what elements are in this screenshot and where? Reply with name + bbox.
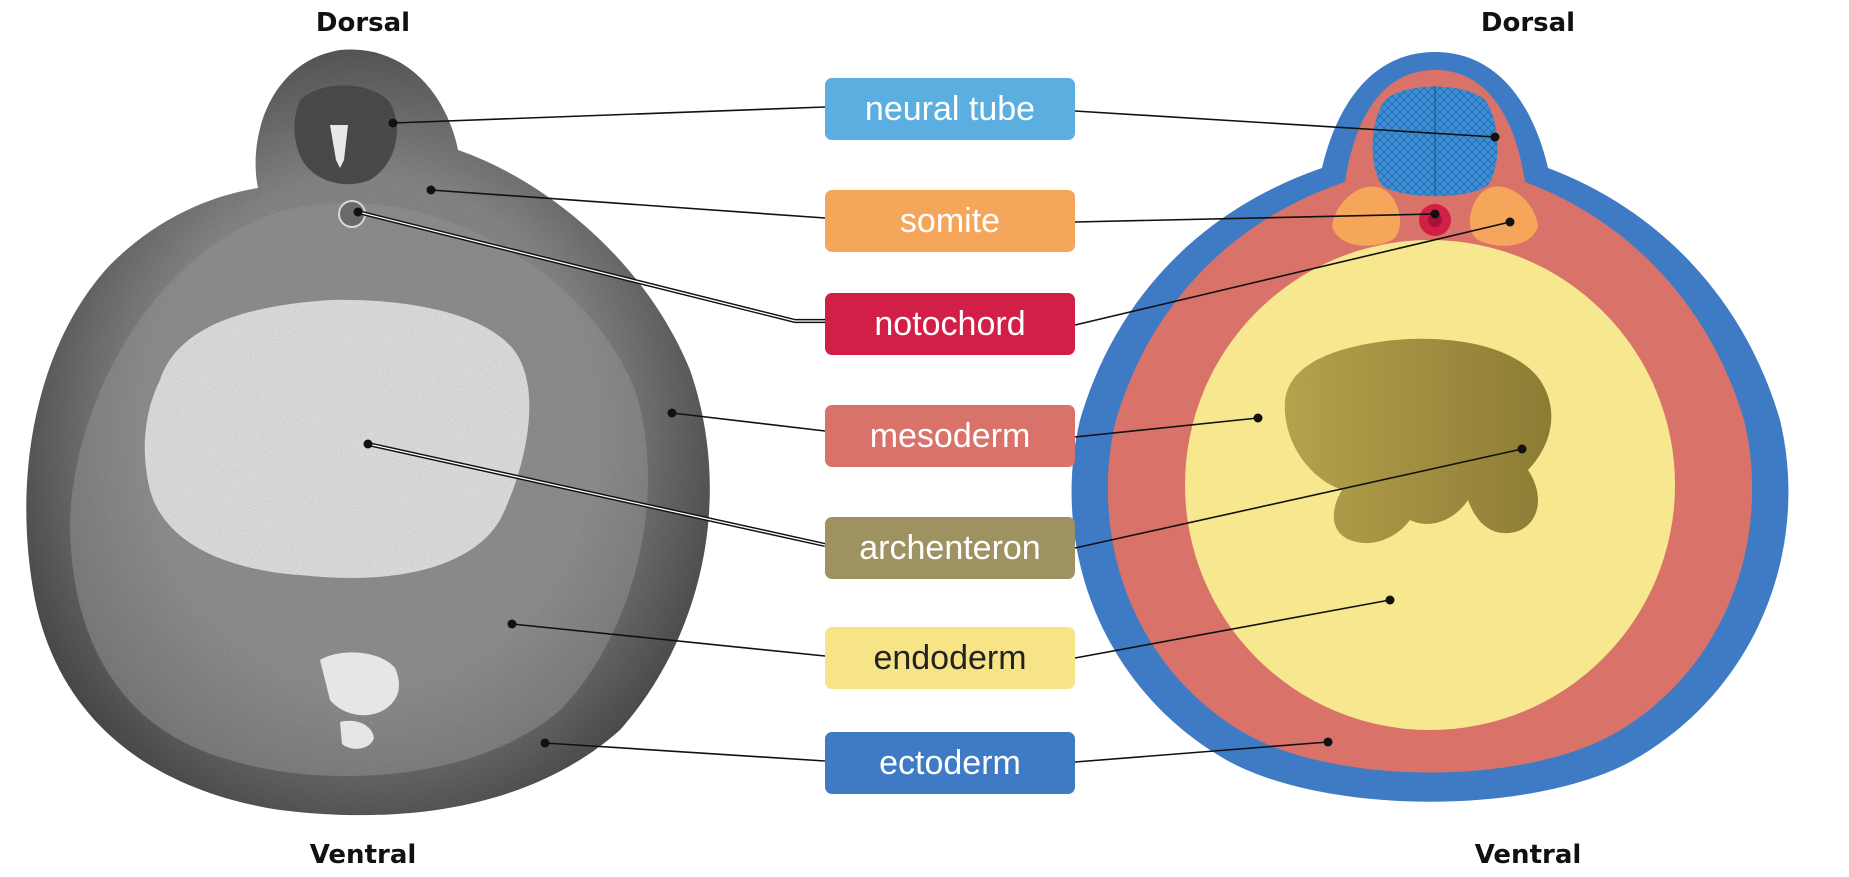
leader-dot xyxy=(427,186,436,195)
label-archenteron-text: archenteron xyxy=(859,529,1040,568)
leader-dot xyxy=(668,409,677,418)
leader-dot xyxy=(1386,596,1395,605)
label-somite-text: somite xyxy=(900,202,1000,241)
label-archenteron: archenteron xyxy=(825,517,1075,579)
leader-dot xyxy=(1431,210,1440,219)
leader-dot xyxy=(508,620,517,629)
label-neural-tube: neural tube xyxy=(825,78,1075,140)
leader-dot xyxy=(389,119,398,128)
orientation-label-right-bottom: Ventral xyxy=(1475,840,1582,870)
label-ectoderm: ectoderm xyxy=(825,732,1075,794)
leader-dot xyxy=(364,440,373,449)
orientation-label-right-top: Dorsal xyxy=(1481,8,1575,38)
leader-dot xyxy=(541,739,550,748)
label-mesoderm-text: mesoderm xyxy=(870,417,1031,456)
leader-dot xyxy=(1324,738,1333,747)
leader-dot xyxy=(1506,218,1515,227)
leader-dot xyxy=(354,208,363,217)
label-mesoderm: mesoderm xyxy=(825,405,1075,467)
orientation-label-left-bottom: Ventral xyxy=(310,840,417,870)
micrograph-archenteron-cavity xyxy=(145,300,529,578)
label-somite: somite xyxy=(825,190,1075,252)
label-notochord-text: notochord xyxy=(874,305,1025,344)
leader-dot xyxy=(1254,414,1263,423)
label-endoderm: endoderm xyxy=(825,627,1075,689)
label-endoderm-text: endoderm xyxy=(873,639,1026,678)
leader-dot xyxy=(1491,133,1500,142)
histology-micrograph xyxy=(26,50,710,816)
leader-line-neural-tube-left xyxy=(393,107,825,123)
label-notochord: notochord xyxy=(825,293,1075,355)
orientation-label-left-top: Dorsal xyxy=(316,8,410,38)
leader-dot xyxy=(1518,445,1527,454)
label-neural-tube-text: neural tube xyxy=(865,90,1035,129)
label-ectoderm-text: ectoderm xyxy=(879,744,1021,783)
